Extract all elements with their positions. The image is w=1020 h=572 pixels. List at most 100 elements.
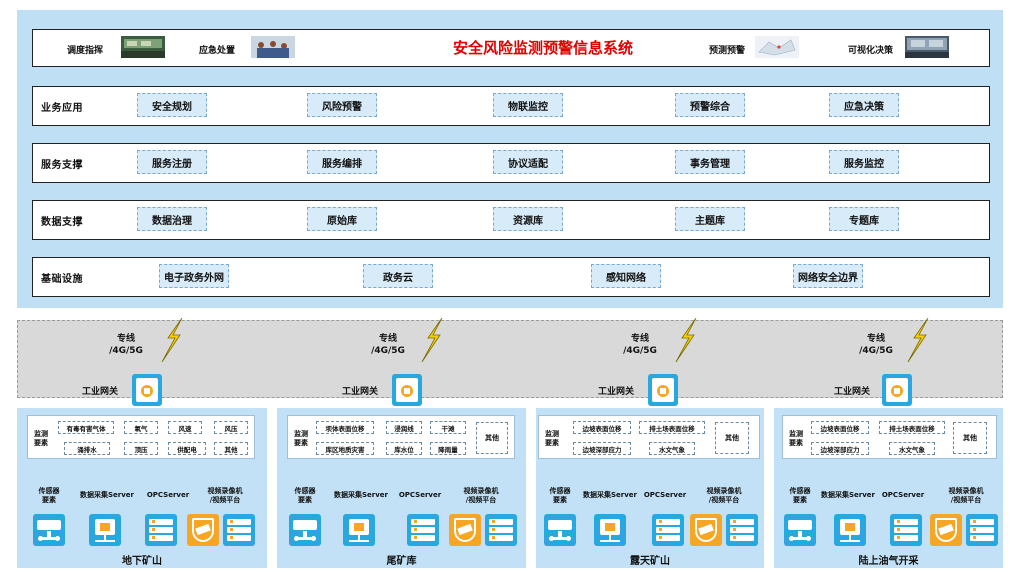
opc-server-icon <box>652 514 684 546</box>
box-sensing-network: 感知网络 <box>591 264 661 288</box>
layer-service: 服务支撑 服务注册 服务编排 协议适配 事务管理 服务监控 <box>32 143 990 183</box>
camera-shield-icon <box>187 514 219 546</box>
device-label: 数据采集Server <box>333 491 388 499</box>
opc-server-icon <box>890 514 922 546</box>
monitor-label: 监测 要素 <box>34 430 48 447</box>
device-label: OPCServer <box>881 491 925 499</box>
chip: 涌排水 <box>64 442 110 455</box>
map-image <box>755 36 799 58</box>
box-thematic-db: 专题库 <box>829 207 899 231</box>
chip: 供配电 <box>168 442 206 455</box>
video-recorder-icon <box>223 514 255 546</box>
box-protocol-adapter: 协议适配 <box>493 150 563 174</box>
header-item-forecast: 预测预警 <box>709 46 746 56</box>
other-box: 其他 <box>476 422 508 454</box>
box-gov-cloud: 政务云 <box>363 264 433 288</box>
other-box: 其他 <box>715 422 749 454</box>
emergency-team-image <box>251 36 295 58</box>
data-collector-icon <box>834 514 866 546</box>
video-recorder-icon <box>485 514 517 546</box>
device-label: 传感器 要素 <box>549 487 571 504</box>
header-item-emergency: 应急处置 <box>199 46 236 56</box>
chip: 其他 <box>214 442 248 455</box>
box-security-boundary: 网络安全边界 <box>793 264 863 288</box>
device-label: OPCServer <box>146 491 190 499</box>
box-transaction-mgmt: 事务管理 <box>675 150 745 174</box>
device-label: 视频录像机 /视频平台 <box>706 487 742 504</box>
chip: 坝体表面位移 <box>316 421 374 434</box>
opc-server-icon <box>407 514 439 546</box>
gateway-icon <box>882 374 912 406</box>
chip: 氧气 <box>124 421 158 434</box>
chip: 干滩 <box>430 421 466 434</box>
chip: 有毒有害气体 <box>58 421 114 434</box>
site-tailings-pond: 监测 要素 坝体表面位移 浸润线 干滩 库区地质灾害 库水位 降雨量 其他 传感… <box>277 408 526 568</box>
opc-server-icon <box>145 514 177 546</box>
box-gov-extranet: 电子政务外网 <box>159 264 229 288</box>
device-label: 视频录像机 /视频平台 <box>948 487 984 504</box>
box-resource-db: 资源库 <box>493 207 563 231</box>
sensor-device-icon <box>784 514 816 546</box>
chip: 排土场表面位移 <box>879 421 945 434</box>
site-name: 陆上油气开采 <box>858 556 919 567</box>
chip: 水文气象 <box>889 442 935 455</box>
box-service-orchestration: 服务编排 <box>307 150 377 174</box>
box-safety-planning: 安全规划 <box>137 93 207 117</box>
gateway-label: 工业网关 <box>342 387 379 397</box>
site-onshore-oil-gas: 监测 要素 边坡表面位移 排土场表面位移 边坡深部应力 水文气象 其他 传感器 … <box>774 408 1003 568</box>
gateway-label: 工业网关 <box>834 387 871 397</box>
gateway-icon <box>648 374 678 406</box>
device-label: 视频录像机 /视频平台 <box>463 487 499 504</box>
data-collector-icon <box>343 514 375 546</box>
header-row: 调度指挥 应急处置 安全风险监测预警信息系统 预测预警 可视化决策 <box>32 29 990 67</box>
network-band <box>17 320 1003 398</box>
layer-label: 基础设施 <box>41 274 83 285</box>
site-name: 地下矿山 <box>122 556 162 567</box>
site-open-pit-mine: 监测 要素 边坡表面位移 排土场表面位移 边坡深部应力 水文气象 其他 传感器 … <box>536 408 764 568</box>
chip: 排土场表面位移 <box>639 421 705 434</box>
box-raw-db: 原始库 <box>307 207 377 231</box>
monitor-panel: 监测 要素 边坡表面位移 排土场表面位移 边坡深部应力 水文气象 其他 <box>538 415 760 459</box>
camera-shield-icon <box>449 514 481 546</box>
chip: 顶压 <box>124 442 158 455</box>
box-warning-summary: 预警综合 <box>675 93 745 117</box>
gateway-label: 工业网关 <box>598 387 635 397</box>
layer-data: 数据支撑 数据治理 原始库 资源库 主题库 专题库 <box>32 200 990 240</box>
data-collector-icon <box>594 514 626 546</box>
page-title: 安全风险监测预警信息系统 <box>452 39 633 57</box>
device-label: 数据采集Server <box>820 491 875 499</box>
layer-label: 服务支撑 <box>41 160 83 171</box>
device-label: 传感器 要素 <box>789 487 811 504</box>
device-label: 数据采集Server <box>79 491 134 499</box>
video-recorder-icon <box>726 514 758 546</box>
chip: 降雨量 <box>430 442 466 455</box>
link-label: 专线 /4G/5G <box>623 334 657 356</box>
chip: 库水位 <box>386 442 422 455</box>
gateway-icon <box>132 374 162 406</box>
monitor-label: 监测 要素 <box>294 430 308 447</box>
layer-label: 业务应用 <box>41 103 83 114</box>
chip: 边坡表面位移 <box>573 421 631 434</box>
device-label: OPCServer <box>643 491 687 499</box>
camera-shield-icon <box>930 514 962 546</box>
chip: 水文气象 <box>649 442 695 455</box>
monitor-label: 监测 要素 <box>545 430 559 447</box>
control-room-image <box>121 36 165 58</box>
layer-label: 数据支撑 <box>41 217 83 228</box>
box-data-governance: 数据治理 <box>137 207 207 231</box>
gateway-icon <box>392 374 422 406</box>
monitor-panel: 监测 要素 坝体表面位移 浸润线 干滩 库区地质灾害 库水位 降雨量 其他 <box>287 415 515 459</box>
chip: 风速 <box>168 421 202 434</box>
link-label: 专线 /4G/5G <box>859 334 893 356</box>
link-label: 专线 /4G/5G <box>109 334 143 356</box>
monitor-panel: 监测 要素 边坡表面位移 排土场表面位移 边坡深部应力 水文气象 其他 <box>782 415 997 459</box>
device-label: 数据采集Server <box>582 491 637 499</box>
chip: 边坡深部应力 <box>811 442 869 455</box>
device-label: 传感器 要素 <box>38 487 60 504</box>
link-label: 专线 /4G/5G <box>371 334 405 356</box>
box-risk-warning: 风险预警 <box>307 93 377 117</box>
site-name: 尾矿库 <box>386 556 417 567</box>
lightning-icon <box>421 318 443 362</box>
data-collector-icon <box>89 514 121 546</box>
header-item-visual-decision: 可视化决策 <box>848 46 894 56</box>
